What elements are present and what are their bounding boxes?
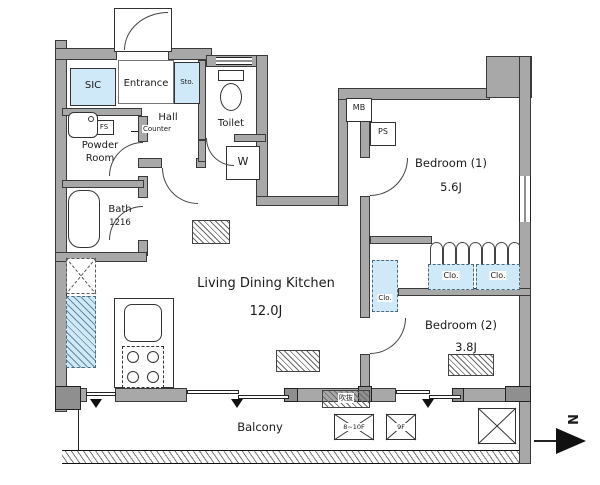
label-hall: Hall [158,112,178,123]
ldk-door-arc [162,168,198,204]
label-bath: Bath [108,204,132,215]
wall-powder-top [62,108,142,116]
bedroom1-door-arc [370,158,408,196]
bedroom2-sliding-door [429,395,461,399]
toilet-window [216,57,252,65]
label-powder-1: Powder [81,140,119,151]
pillar [55,386,81,410]
pipe-space-box [370,122,396,146]
label-fs: FS [99,123,109,131]
label-evac-a: 8~10F [342,423,366,431]
balcony-left-edge [78,402,79,450]
label-closet-right: Clo. [489,271,507,280]
wall-divider-b [360,196,370,318]
pillar [505,386,531,402]
toilet-bowl-icon [220,83,242,111]
ldk-sliding-door [187,390,239,394]
wall-bedroom1-bottom [370,236,432,244]
beam-hatch [192,220,230,244]
beam-hatch [448,354,494,376]
storage-sto [174,62,200,104]
kitchen-service-door [86,392,116,396]
label-washer: W [237,155,249,168]
sink-icon [68,112,98,138]
meter-box [346,98,372,122]
stove-burner-icon [127,351,139,363]
label-sic: SIC [84,80,102,91]
label-bedroom2-area: 3.8J [455,340,477,354]
entrance-tile-outline [118,60,174,104]
wall-hall-conn [198,140,206,162]
label-closet-mid: Clo. [442,271,460,280]
label-toilet: Toilet [217,118,245,129]
step-marker-icon [90,399,102,408]
label-pipe-space: PS [378,127,388,136]
north-arrow-line [534,440,572,442]
stove-burner-icon [147,351,159,363]
label-bedroom1: Bedroom (1) [415,156,487,170]
label-void: 吹抜 [338,393,354,403]
wall-notch-bottom [256,196,348,206]
wall-top-b [168,48,212,60]
wall-top-a [55,48,117,60]
label-bath-size: 1216 [109,218,131,228]
label-entrance: Entrance [123,78,169,89]
toilet-tank-icon [218,70,244,81]
label-closet-left: Clo. [377,294,393,302]
label-ldk: Living Dining Kitchen [197,276,335,291]
step-marker-icon [422,399,434,408]
ldk-sliding-door [238,395,289,399]
closet-folding-doors-icon [430,240,520,264]
label-meter-box: MB [352,103,366,112]
label-counter: Counter [142,125,172,133]
wall-cabinet [66,296,96,368]
bathtub-icon [68,190,100,248]
bedroom2-door-arc [370,318,406,354]
label-evac-b: 9F [396,423,406,431]
wall-toilet-right [256,55,268,206]
closet-left [372,260,398,312]
balcony-railing [62,450,531,464]
north-label: N [563,414,579,425]
shoe-closet-sic [70,68,116,106]
label-storage: Sto. [180,78,194,86]
bedroom1-window [519,176,531,222]
label-powder-2: Room [85,153,115,164]
appliance-space-box [65,257,97,295]
toilet-door-arc [206,138,234,166]
wall-bath-top [62,180,144,188]
label-bedroom2: Bedroom (2) [425,318,497,332]
wall-divider-a [360,120,370,158]
label-bedroom1-area: 5.6J [440,180,462,194]
stove-burner-icon [127,371,139,383]
counter-tick [131,131,138,132]
step-marker-icon [231,399,243,408]
wall-left [55,40,67,412]
wall-bottom-b [115,388,187,402]
wall-bath-bottom [55,252,147,262]
faucet-icon [88,116,94,122]
beam-hatch [276,350,320,372]
wall-toilet-bottom [234,134,266,142]
kitchen-sink-icon [124,304,162,342]
balcony-x-box [477,407,517,445]
wall-right [519,56,531,464]
label-ldk-area: 12.0J [249,304,283,319]
stove-burner-icon [147,371,159,383]
label-balcony: Balcony [237,420,283,434]
north-arrow-icon [556,428,586,454]
bedroom2-sliding-door [396,390,430,394]
